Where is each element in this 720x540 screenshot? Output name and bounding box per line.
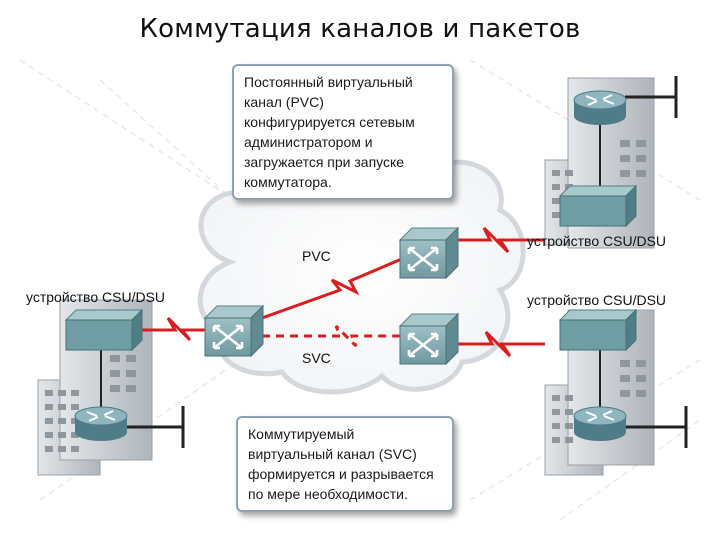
link-switch-to-right-bottom-csu (458, 330, 545, 358)
csu-dsu-right-bottom-label: устройство CSU/DSU (527, 292, 667, 308)
page-title: Коммутация каналов и пакетов (139, 14, 581, 44)
link-left-csu-to-switch (138, 316, 208, 342)
csu-dsu-left (64, 308, 144, 352)
pvc-callout: Постоянный виртуальный канал (PVC) конфи… (232, 64, 454, 200)
csu-dsu-right-bottom (558, 308, 638, 352)
svc-link (262, 324, 404, 348)
router-right-bottom (573, 406, 627, 441)
serial-links (138, 226, 545, 358)
svc-label: SVC (302, 350, 331, 366)
csu-dsu-left-label: устройство CSU/DSU (26, 289, 166, 305)
router-right-top (573, 90, 627, 125)
pvc-label: PVC (302, 248, 331, 264)
pvc-link (261, 256, 405, 320)
router-left (74, 406, 128, 441)
switch-left (203, 304, 265, 358)
csu-dsu-right-top (558, 184, 638, 228)
link-switch-to-right-top-csu (458, 226, 545, 254)
switch-top-right (398, 226, 460, 280)
svc-callout: Коммутируемый виртуальный канал (SVC) фо… (236, 416, 454, 512)
wan-line-stubs (126, 76, 688, 448)
csu-dsu-right-top-label: устройство CSU/DSU (527, 233, 667, 249)
switch-bottom-right (398, 312, 460, 366)
